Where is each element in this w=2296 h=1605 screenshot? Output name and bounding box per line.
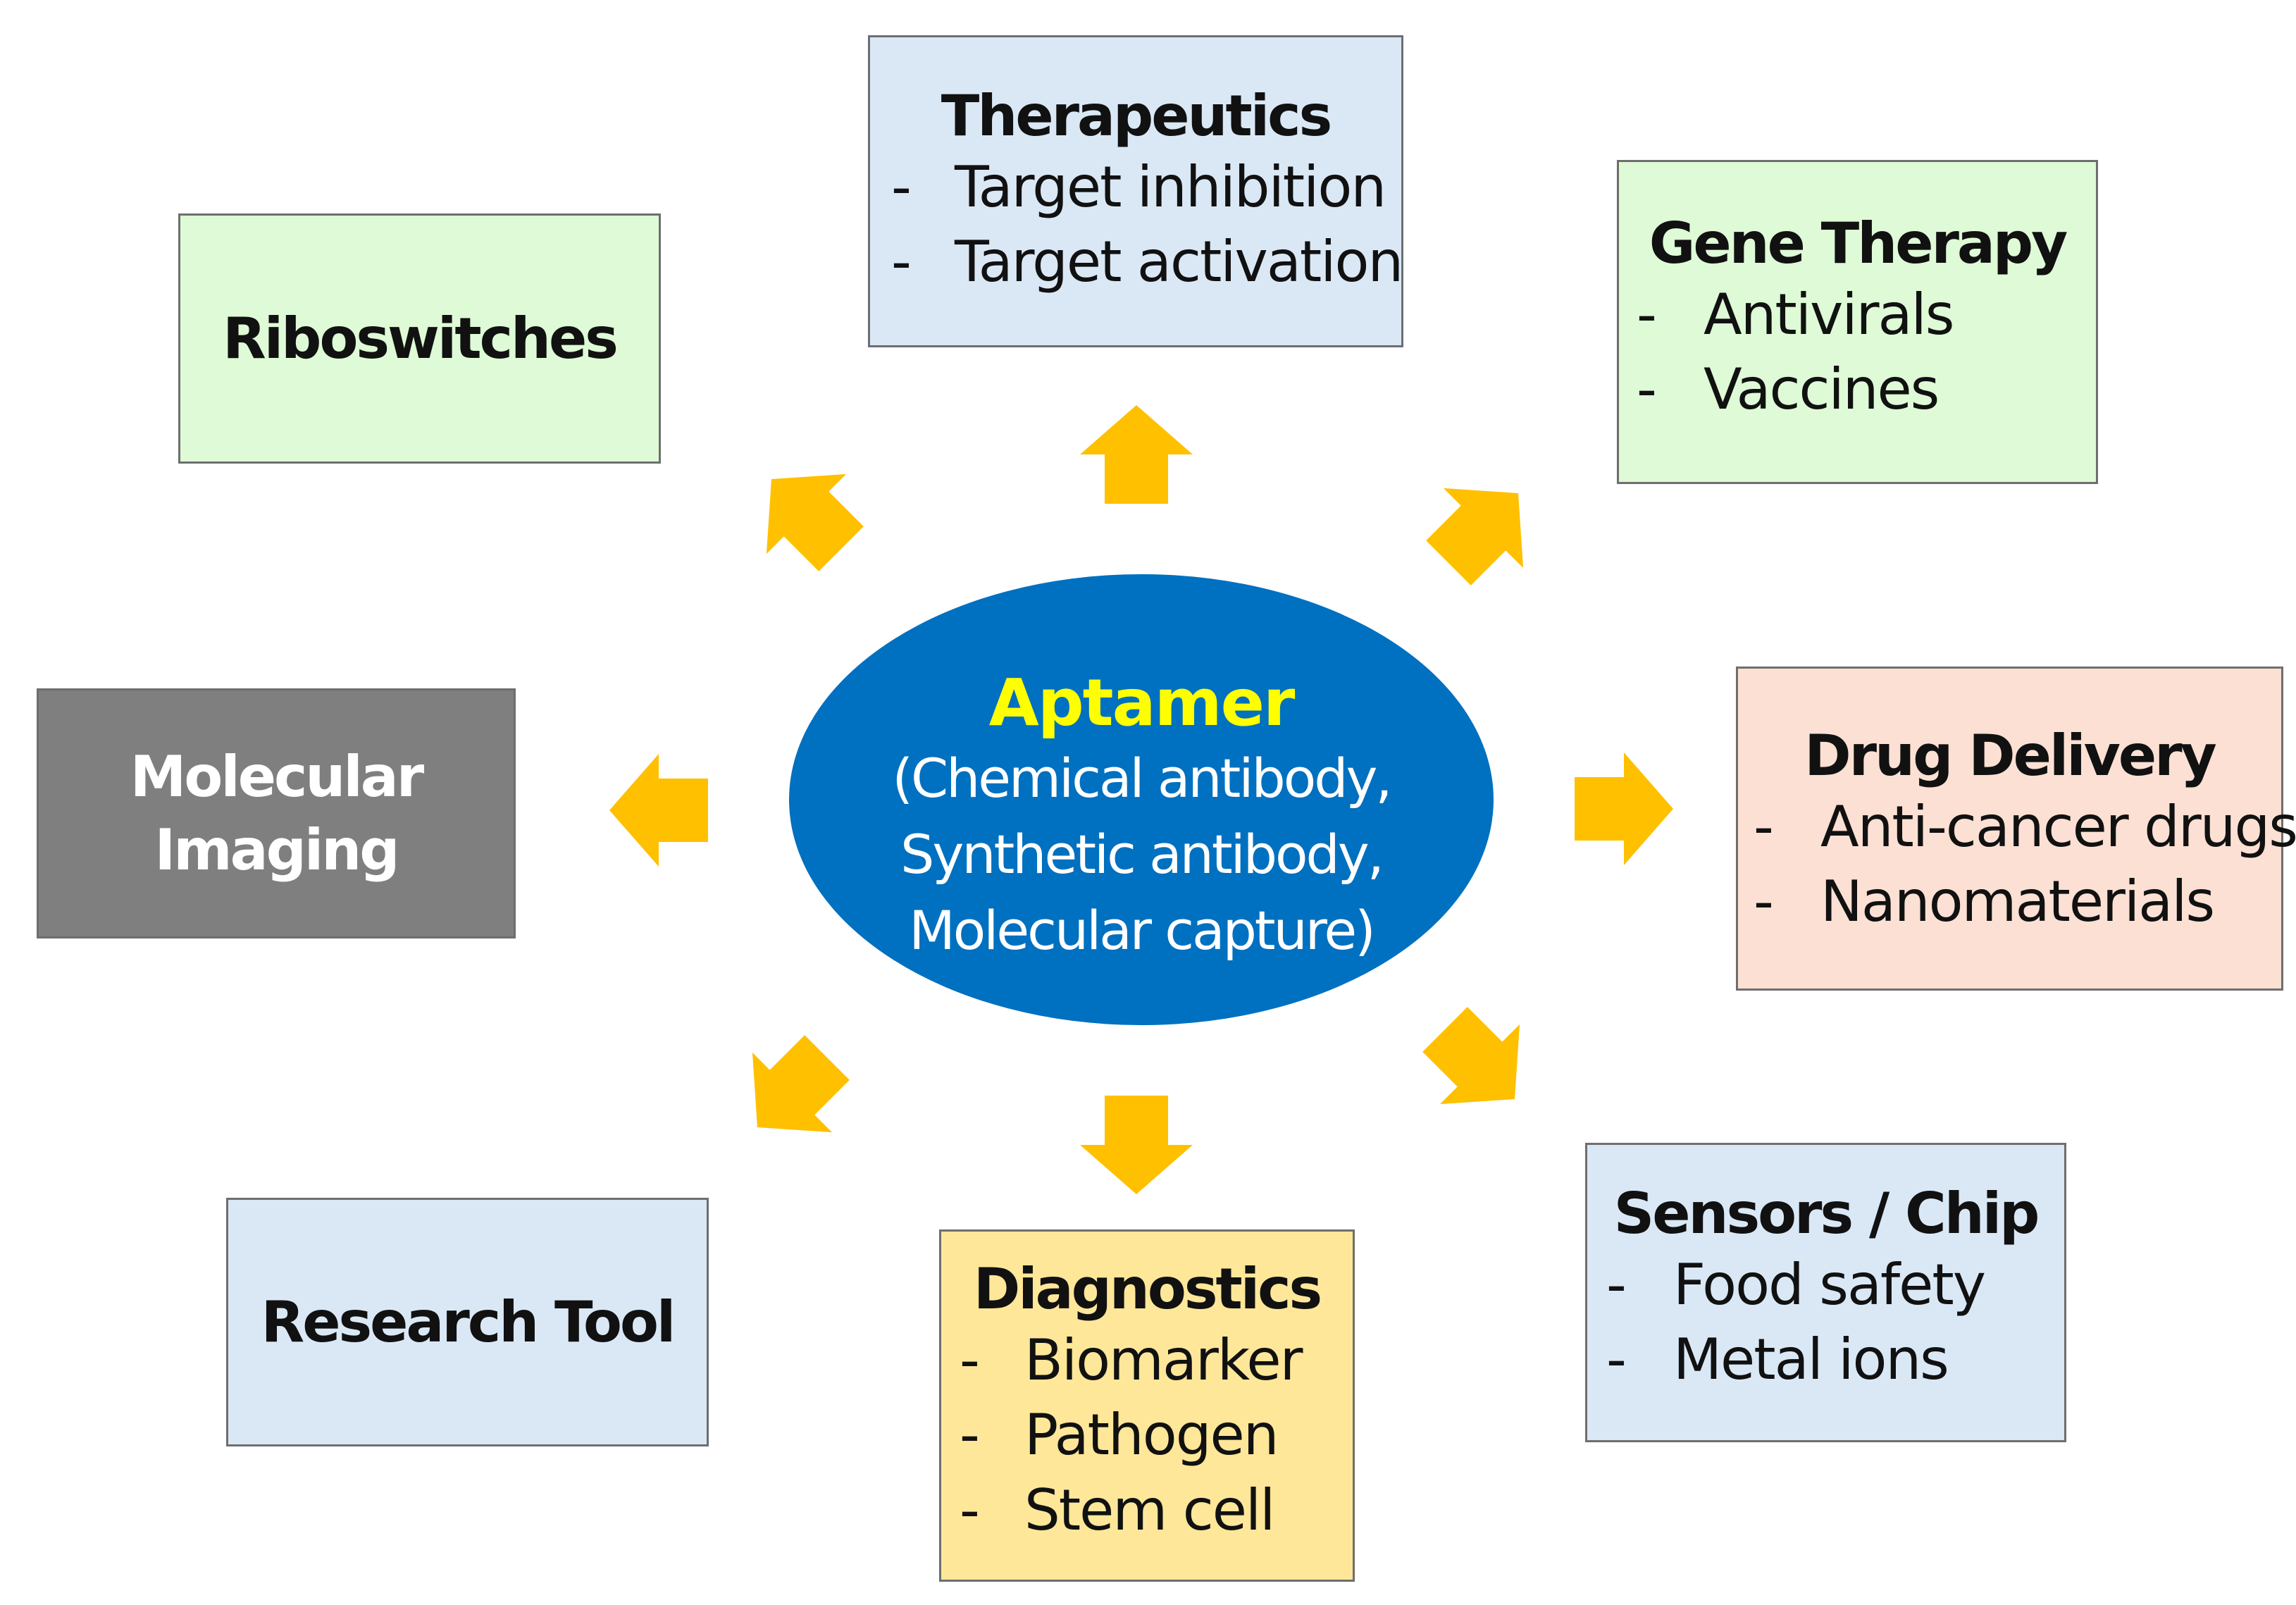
gene-therapy-list: -Antivirals -Vaccines [1637, 278, 2096, 428]
therapeutics-list: -Target inhibition -Target activation [891, 150, 1403, 300]
arrow-up-left-icon [766, 473, 864, 571]
list-item: -Food safety [1606, 1252, 1986, 1318]
molecular-imaging-title-line-2: Imaging [154, 817, 399, 883]
riboswitches-box: Riboswitches [178, 213, 661, 464]
drug-delivery-list: -Anti-cancer drugs -Nanomaterials [1754, 790, 2296, 940]
center-line-2: Synthetic antibody, [900, 822, 1384, 886]
research-tool-box: Research Tool [226, 1198, 709, 1446]
list-item: -Stem cell [960, 1477, 1275, 1543]
drug-delivery-title: Drug Delivery [1804, 723, 2216, 788]
list-item: -Nanomaterials [1754, 869, 2215, 935]
sensors-chip-title: Sensors / Chip [1613, 1181, 2040, 1246]
arrow-down-left-icon [752, 1035, 850, 1133]
list-item: -Vaccines [1637, 357, 1940, 423]
center-line-3: Molecular capture) [909, 898, 1376, 962]
sensors-chip-list: -Food safety -Metal ions [1606, 1248, 2064, 1398]
riboswitches-title: Riboswitches [223, 305, 619, 371]
research-tool-title: Research Tool [261, 1289, 676, 1355]
arrow-down-right-icon [1422, 1007, 1520, 1105]
molecular-imaging-title-line-1: Molecular [130, 743, 424, 810]
therapeutics-title: Therapeutics [941, 83, 1332, 149]
therapeutics-box: Therapeutics -Target inhibition -Target … [868, 35, 1403, 347]
diagnostics-box: Diagnostics -Biomarker -Pathogen -Stem c… [939, 1229, 1355, 1582]
center-text: Aptamer (Chemical antibody, Synthetic an… [789, 620, 1494, 1015]
arrow-up-right-icon [1426, 488, 1524, 585]
gene-therapy-title: Gene Therapy [1649, 211, 2068, 276]
list-item: -Biomarker [960, 1327, 1303, 1393]
arrow-left-icon [609, 754, 708, 867]
arrow-down-icon [1080, 1096, 1193, 1194]
list-item: -Target inhibition [891, 154, 1386, 220]
center-title: Aptamer [988, 665, 1296, 741]
arrow-right-icon [1575, 752, 1673, 865]
list-item: -Antivirals [1637, 282, 1954, 347]
list-item: -Target activation [891, 229, 1403, 295]
drug-delivery-box: Drug Delivery -Anti-cancer drugs -Nanoma… [1736, 667, 2296, 991]
arrow-up-icon [1080, 405, 1193, 504]
list-item: -Metal ions [1606, 1327, 1949, 1393]
diagnostics-list: -Biomarker -Pathogen -Stem cell [960, 1323, 1353, 1548]
molecular-imaging-box: Molecular Imaging [37, 688, 516, 938]
sensors-chip-box: Sensors / Chip -Food safety -Metal ions [1585, 1143, 2066, 1442]
diagnostics-title: Diagnostics [973, 1256, 1322, 1322]
list-item: -Pathogen [960, 1402, 1279, 1468]
gene-therapy-box: Gene Therapy -Antivirals -Vaccines [1617, 160, 2098, 484]
list-item: -Anti-cancer drugs [1754, 794, 2296, 860]
center-line-1: (Chemical antibody, [892, 747, 1392, 810]
center-ellipse [789, 574, 1494, 1025]
